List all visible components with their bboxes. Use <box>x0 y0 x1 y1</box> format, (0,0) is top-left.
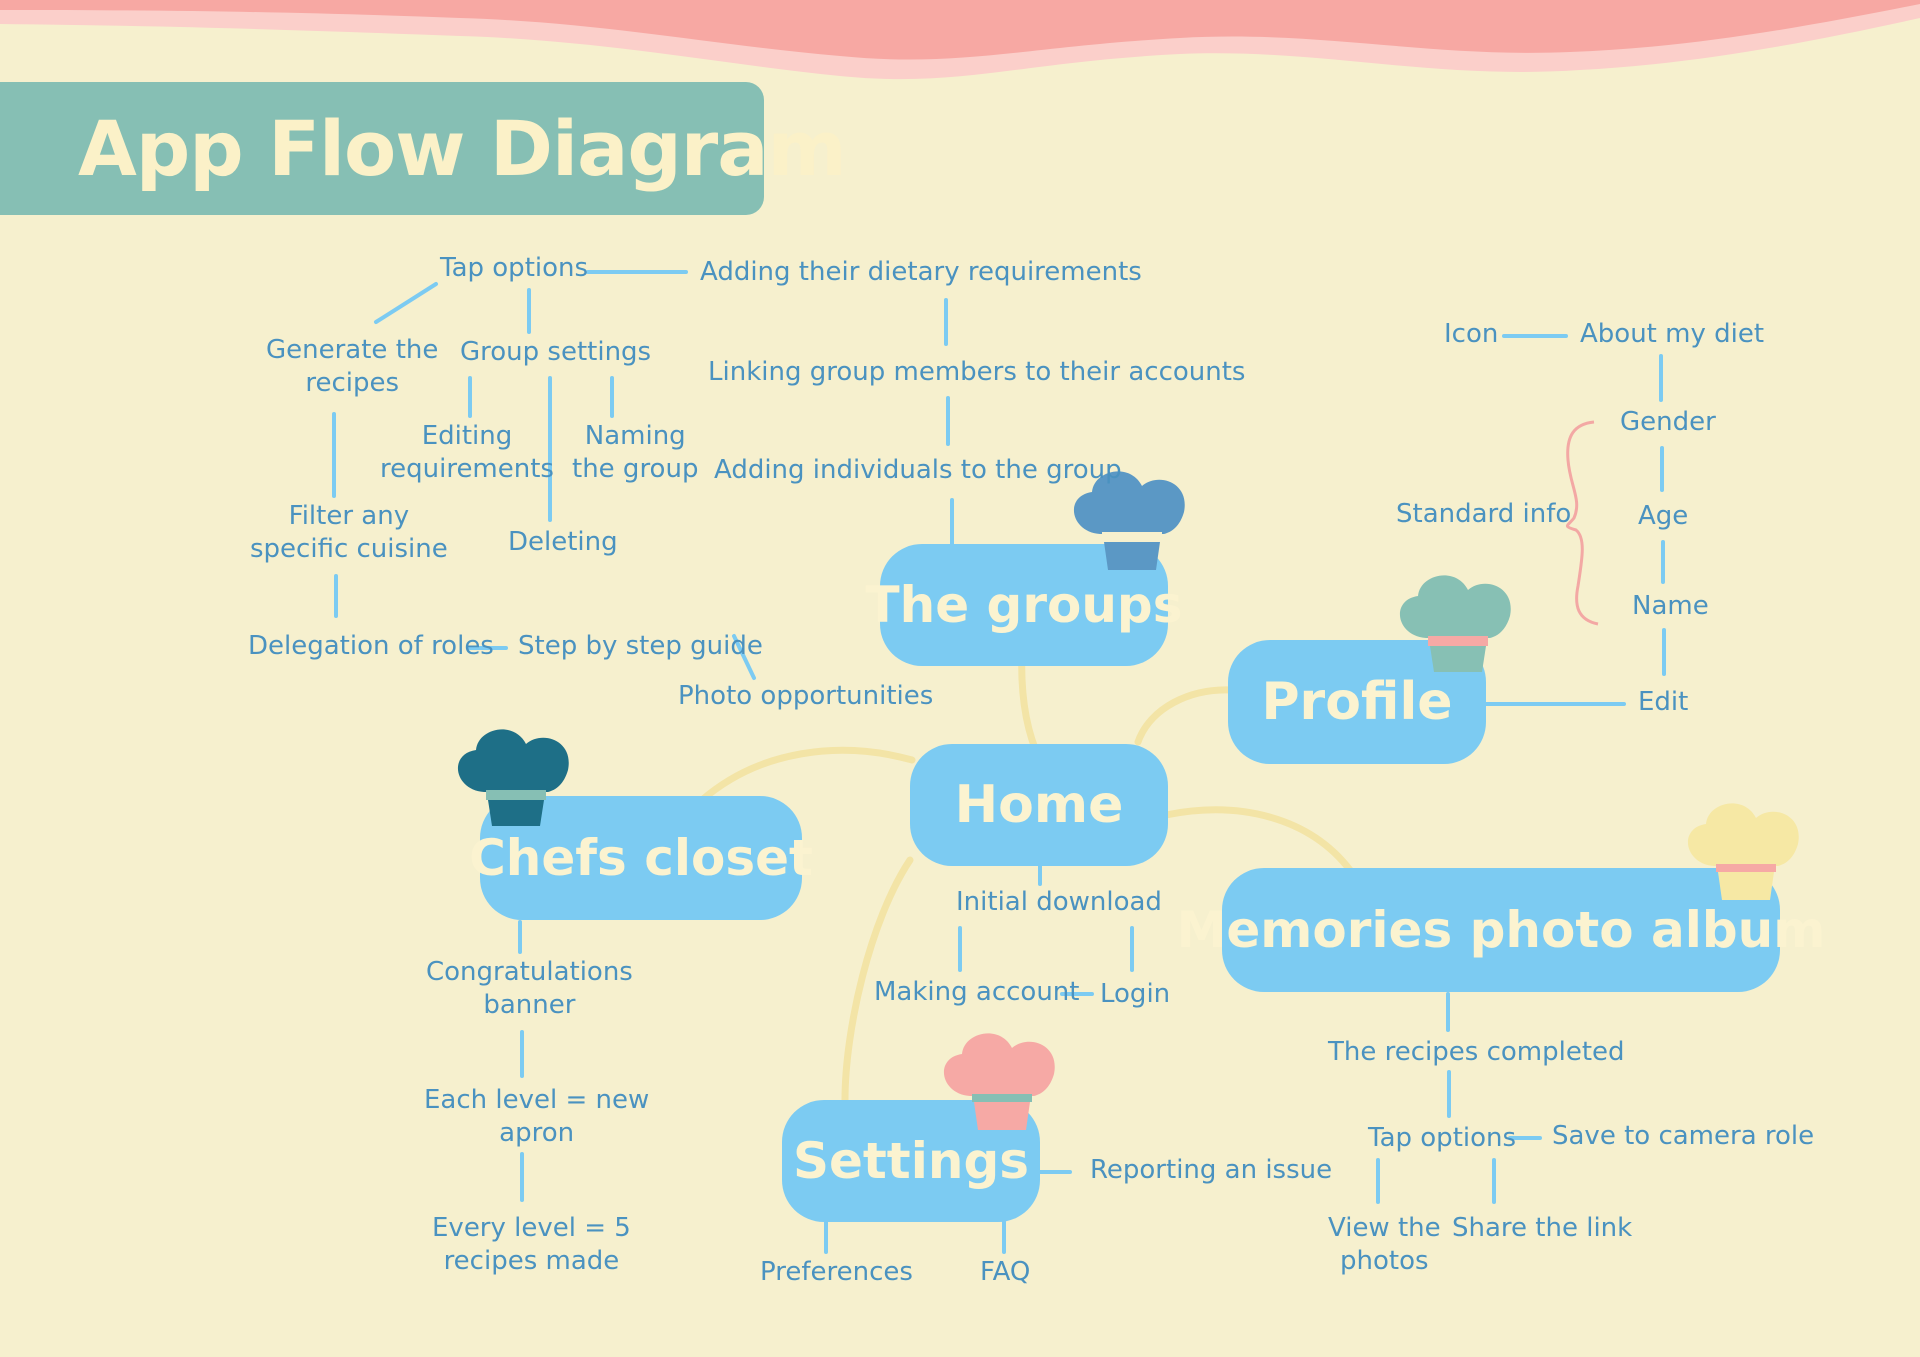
hat-base <box>488 800 544 826</box>
hat-top <box>1073 471 1185 534</box>
label-age: Age <box>1638 501 1689 531</box>
chef-hat-icon <box>457 729 569 826</box>
node-memories-photo-album: Memories photo album <box>1177 868 1825 992</box>
label-photo-opportunities: Photo opportunities <box>678 681 934 711</box>
label-share-link: Share the link <box>1452 1213 1633 1243</box>
conn-step-photo <box>732 634 756 680</box>
title-banner <box>0 82 764 215</box>
label-linking-members: Linking group members to their accounts <box>708 357 1246 387</box>
label-tap-options: Tap options <box>440 253 589 283</box>
conn-tap-generate <box>374 282 438 324</box>
label-preferences: Preferences <box>760 1257 913 1287</box>
node-home: Home <box>910 744 1168 866</box>
hat-band <box>1716 864 1776 872</box>
label-reporting-issue: Reporting an issue <box>1090 1155 1333 1185</box>
hat-band <box>972 1094 1032 1102</box>
hat-top <box>457 729 569 792</box>
label-adding-individuals: Adding individuals to the group <box>714 455 1122 485</box>
label-adding-dietary: Adding their dietary requirements <box>700 257 1142 287</box>
page-title: App Flow Diagram <box>78 104 847 193</box>
label-delegation-roles: Delegation of roles <box>248 631 494 661</box>
curve-home-memories <box>1162 806 1354 874</box>
label-group-settings: Group settings <box>460 337 652 367</box>
chef-hat-icon <box>1073 471 1185 570</box>
hat-top <box>1399 575 1511 638</box>
label-standard-info: Standard info <box>1396 499 1572 529</box>
hat-band <box>1102 532 1162 542</box>
wave-front <box>0 0 1920 60</box>
label-deleting: Deleting <box>508 527 618 557</box>
chef-hat-icon <box>943 1033 1055 1130</box>
curve-home-settings <box>841 856 914 1104</box>
hat-base <box>1430 646 1486 672</box>
label-faq: FAQ <box>980 1257 1031 1287</box>
hub-curves <box>698 646 1354 1104</box>
label-recipes-completed: The recipes completed <box>1328 1037 1625 1067</box>
label-login: Login <box>1100 979 1171 1009</box>
label-name: Name <box>1632 591 1709 621</box>
label-about-diet: About my diet <box>1580 319 1765 349</box>
hat-top <box>1687 803 1799 866</box>
hat-top <box>943 1033 1055 1096</box>
leaf-connectors <box>332 270 1666 1254</box>
hat-base <box>1104 542 1160 570</box>
curve-home-chefs <box>698 746 916 804</box>
label-step-guide: Step by step guide <box>518 631 763 661</box>
label-gender: Gender <box>1620 407 1716 437</box>
hat-base <box>1718 872 1774 900</box>
label-making-account: Making account <box>874 977 1080 1007</box>
label-edit: Edit <box>1638 687 1689 717</box>
hat-base <box>974 1102 1030 1130</box>
label-tap-options-memories: Tap options <box>1368 1123 1517 1153</box>
node-profile: Profile <box>1228 640 1486 764</box>
curve-home-profile <box>1134 686 1236 746</box>
label-initial-download: Initial download <box>956 887 1162 917</box>
label-icon: Icon <box>1444 319 1499 349</box>
hat-band <box>1428 636 1488 646</box>
chef-hat-icon <box>1399 575 1511 672</box>
hat-band <box>486 790 546 800</box>
label-save-camera: Save to camera role <box>1552 1121 1815 1151</box>
brace-standard-info <box>1566 420 1599 626</box>
chef-hat-icon <box>1687 803 1799 900</box>
top-wave <box>0 0 1920 80</box>
